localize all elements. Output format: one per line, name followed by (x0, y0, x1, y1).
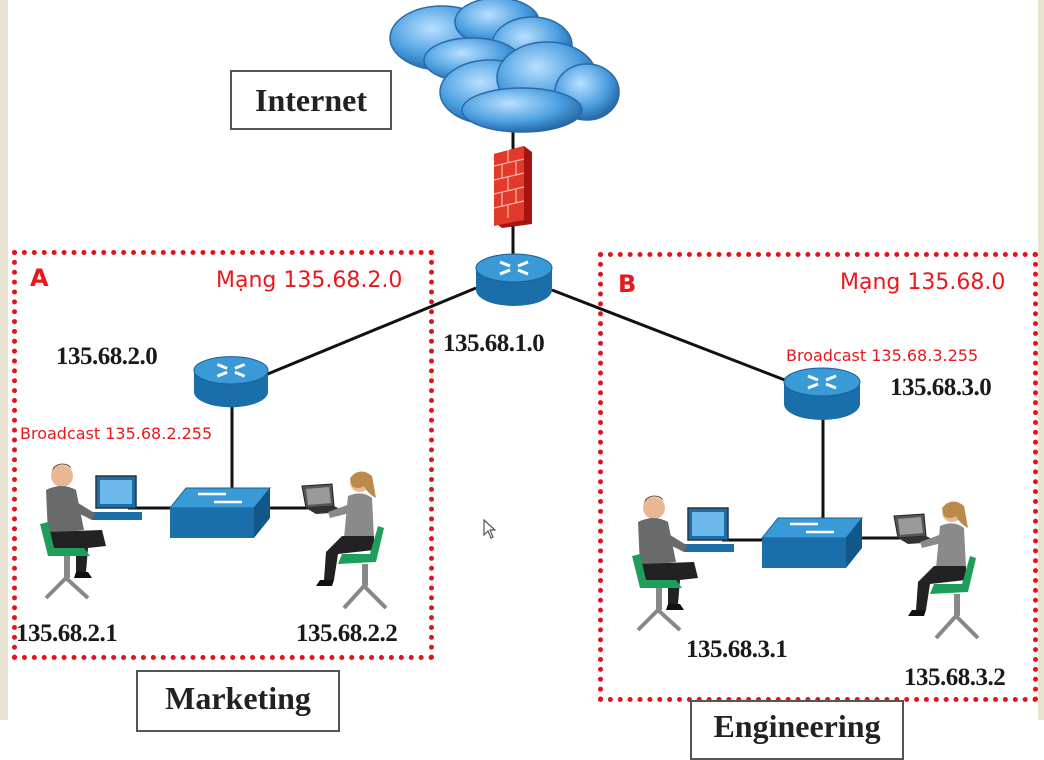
switch-icon (760, 517, 864, 568)
internet-label: Internet (230, 70, 392, 130)
host-b1-address: 135.68.3.1 (686, 636, 788, 663)
zone-b-network: Mạng 135.68.0 (840, 270, 1006, 295)
link-core-router-a (257, 286, 477, 380)
cloud-icon (389, 0, 620, 133)
user-desktop-icon (632, 495, 734, 632)
zone-b-letter: B (618, 270, 637, 298)
zone-a-network: Mạng 135.68.2.0 (216, 268, 403, 293)
zone-b-boundary (598, 252, 1038, 702)
core-router-address: 135.68.1.0 (443, 330, 545, 357)
link-core-router-b (551, 288, 791, 384)
cursor-icon (483, 518, 497, 539)
host-b2-address: 135.68.3.2 (904, 664, 1006, 691)
host-a2-address: 135.68.2.2 (296, 620, 398, 647)
user-laptop-icon (893, 501, 980, 640)
broadcast-b: Broadcast 135.68.3.255 (786, 346, 979, 365)
zone-a-boundary (12, 250, 434, 660)
marketing-label: Marketing (136, 670, 340, 732)
user-laptop-icon (301, 471, 388, 610)
router-icon (783, 367, 861, 420)
left-border (0, 0, 8, 720)
engineering-label: Engineering (690, 700, 904, 760)
user-desktop-icon (40, 463, 142, 600)
zone-a-letter: A (30, 264, 49, 292)
switch-icon (168, 487, 272, 538)
router-a-address: 135.68.2.0 (56, 343, 158, 370)
firewall-icon (493, 146, 532, 228)
router-icon (475, 253, 553, 306)
link-lines (128, 128, 918, 542)
router-b-address: 135.68.3.0 (890, 374, 992, 401)
host-a1-address: 135.68.2.1 (16, 620, 118, 647)
broadcast-a: Broadcast 135.68.2.255 (20, 424, 213, 443)
router-icon (193, 356, 269, 408)
right-border (1038, 0, 1044, 720)
